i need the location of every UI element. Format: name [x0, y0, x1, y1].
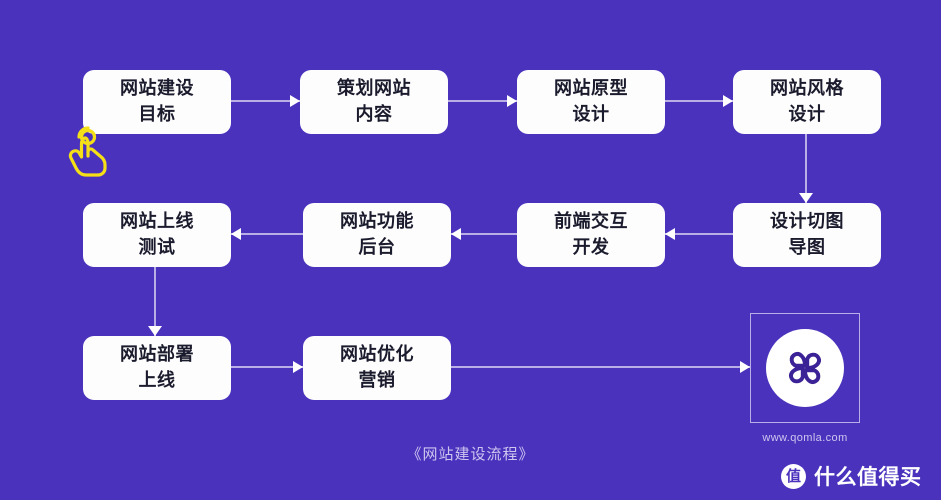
flow-node-n10[interactable]: 网站优化营销 — [303, 336, 451, 400]
connector-arrowhead-c3 — [723, 95, 733, 107]
flow-node-label-line1: 网站优化 — [340, 344, 414, 365]
flow-node-label-line2: 测试 — [138, 237, 176, 257]
connector-line-c10 — [231, 366, 303, 368]
connector-line-c5 — [665, 233, 733, 235]
flow-node-label-line1: 网站功能 — [340, 211, 414, 232]
flow-node-label-line1: 网站上线 — [120, 211, 194, 232]
qomla-logo-box[interactable] — [750, 313, 860, 423]
connector-line-c3 — [665, 100, 733, 102]
tap-hand-cursor-icon — [66, 118, 118, 183]
flow-node-n3[interactable]: 网站原型设计 — [517, 70, 665, 134]
connector-arrowhead-c6 — [451, 228, 461, 240]
watermark-badge-icon: 值 — [781, 463, 806, 489]
flow-node-label-line1: 策划网站 — [337, 78, 411, 99]
qomla-logo-circle — [766, 329, 844, 407]
diagram-caption: 《网站建设流程》 — [406, 446, 535, 463]
flow-node-label-line2: 目标 — [138, 104, 176, 124]
connector-line-c2 — [448, 100, 517, 102]
flow-node-n5[interactable]: 设计切图导图 — [733, 203, 881, 267]
connector-line-c7 — [231, 233, 303, 235]
connector-arrowhead-c10 — [293, 361, 303, 373]
connector-arrowhead-c7 — [231, 228, 241, 240]
flow-node-label-line1: 网站部署 — [120, 344, 194, 365]
connector-arrowhead-c9 — [740, 361, 750, 373]
watermark-label: 什么值得买 — [814, 466, 922, 489]
flow-node-n8[interactable]: 网站上线测试 — [83, 203, 231, 267]
connector-line-c6 — [451, 233, 517, 235]
flow-node-label-line2: 内容 — [355, 104, 393, 124]
flow-node-label-line1: 设计切图 — [770, 211, 844, 232]
flow-node-n4[interactable]: 网站风格设计 — [733, 70, 881, 134]
flow-node-label-line2: 设计 — [572, 104, 610, 124]
qomla-clover-logo-icon — [789, 352, 821, 384]
watermark: 值 什么值得买 — [781, 461, 922, 491]
qomla-url-label: www.qomla.com — [762, 432, 848, 444]
flow-node-label-line2: 开发 — [572, 237, 610, 257]
flow-node-n2[interactable]: 策划网站内容 — [300, 70, 448, 134]
flow-node-label-line1: 网站风格 — [770, 78, 844, 99]
connector-arrowhead-c4 — [799, 193, 813, 203]
connector-line-c4 — [805, 134, 807, 203]
connector-arrowhead-c1 — [290, 95, 300, 107]
connector-arrowhead-c8 — [148, 326, 162, 336]
flow-node-n1[interactable]: 网站建设目标 — [83, 70, 231, 134]
connector-arrowhead-c2 — [507, 95, 517, 107]
connector-line-c1 — [231, 100, 300, 102]
connector-arrowhead-c5 — [665, 228, 675, 240]
flow-node-label-line1: 前端交互 — [554, 211, 628, 232]
flow-node-label-line2: 后台 — [358, 237, 396, 257]
flow-node-n7[interactable]: 网站功能后台 — [303, 203, 451, 267]
flow-node-label-line2: 导图 — [788, 237, 826, 257]
flow-node-label-line2: 上线 — [138, 370, 176, 390]
flow-node-n6[interactable]: 前端交互开发 — [517, 203, 665, 267]
flow-node-label-line2: 营销 — [358, 370, 396, 390]
connector-line-c9 — [451, 366, 750, 368]
flow-node-label-line1: 网站原型 — [554, 78, 628, 99]
flow-node-n9[interactable]: 网站部署上线 — [83, 336, 231, 400]
flow-node-label-line1: 网站建设 — [120, 78, 194, 99]
flow-node-label-line2: 设计 — [788, 104, 826, 124]
connector-line-c8 — [154, 267, 156, 336]
